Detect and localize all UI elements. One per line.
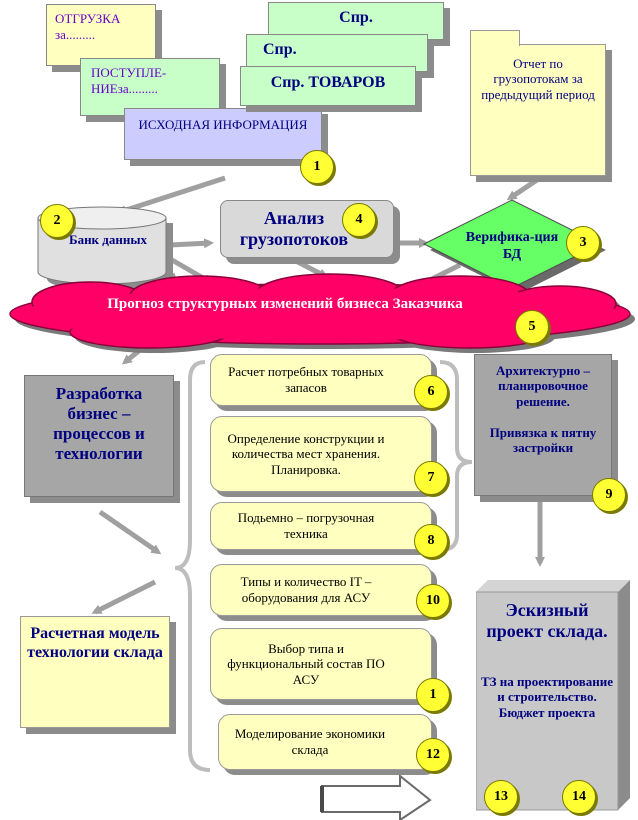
forecast-label: Прогноз структурных изменений бизнеса За… (107, 296, 463, 312)
doc-initial-info-label: ИСХОДНАЯ ИНФОРМАЦИЯ (138, 117, 308, 132)
step-economics: Моделирование экономики склада (218, 714, 432, 770)
block-arrow-bottom (321, 773, 432, 820)
badge-14: 14 (562, 780, 596, 814)
sketch-title: Эскизный проект склада. (486, 600, 608, 642)
step-stock-calc-label: Расчет потребных товарных запасов (228, 364, 384, 395)
doc-shipment: ОТГРУЗКА за......... (46, 4, 156, 66)
step-handling: Подьемно – погрузочная техника (210, 502, 432, 550)
step-it-equipment-label: Типы и количество IT – оборудования для … (240, 574, 372, 605)
doc-receipt-label: ПОСТУПЛЕ-НИЕза......... (91, 65, 167, 96)
arrow-db-to-analysis (169, 238, 214, 249)
report-folder: Отчет по грузопотокам за предыдущий пери… (470, 30, 606, 176)
badge-2: 2 (40, 204, 74, 238)
arrow-brace-to-model (91, 579, 157, 615)
step-storage: Определение конструкции и количества мес… (210, 416, 432, 492)
sketch-project-box: Эскизный проект склада. ТЗ на проектиров… (476, 580, 630, 811)
doc-receipt: ПОСТУПЛЕ-НИЕза......... (80, 58, 220, 116)
architecture-box: Архитектурно – планировочное решение. Пр… (474, 354, 612, 496)
business-process-box: Разработка бизнес – процессов и технолог… (24, 375, 174, 497)
verification-diamond (422, 199, 602, 289)
doc-initial-info: ИСХОДНАЯ ИНФОРМАЦИЯ (124, 108, 322, 160)
steps-brace-right (439, 360, 473, 552)
badge-12: 12 (416, 738, 450, 772)
steps-brace-left (174, 360, 211, 772)
step-software: Выбор типа и функциональный состав ПО АС… (210, 628, 432, 700)
badge-13: 13 (484, 780, 518, 814)
step-storage-label: Определение конструкции и количества мес… (227, 430, 385, 477)
report-label: Отчет по грузопотокам за предыдущий пери… (481, 56, 595, 102)
badge-3: 3 (566, 226, 600, 260)
architecture-line2: Привязка к пятну застройки (489, 424, 597, 456)
badge-5: 5 (515, 310, 549, 344)
arrow-analysis-to-forecast (288, 255, 329, 279)
architecture-line1: Архитектурно – планировочное решение. (496, 363, 590, 409)
step-software-label: Выбор типа и функциональный состав ПО АС… (227, 640, 385, 687)
badge-6: 6 (414, 375, 448, 409)
ref-book-goods: Спр. ТОВАРОВ (240, 66, 416, 106)
badge-1: 1 (300, 150, 334, 184)
badge-4: 4 (342, 203, 376, 237)
step-stock-calc: Расчет потребных товарных запасов (210, 354, 432, 406)
calc-model-box: Расчетная модель технологии склада (20, 616, 170, 728)
arrow-report-to-verify (506, 175, 542, 201)
business-process-label: Разработка бизнес – процессов и технолог… (53, 384, 145, 464)
arrow-initial-to-db (116, 175, 226, 215)
badge-8: 8 (414, 524, 448, 558)
ref-book-goods-label: Спр. ТОВАРОВ (270, 74, 386, 91)
database-label: Банк данных (68, 232, 148, 247)
doc-shipment-label: ОТГРУЗКА за......... (55, 11, 121, 42)
sketch-body: ТЗ на проектирование и строительство. Бю… (480, 674, 614, 720)
analysis-label: Анализ грузопотоков (239, 208, 349, 250)
badge-7: 7 (414, 461, 448, 495)
badge-10: 10 (416, 584, 450, 618)
step-it-equipment: Типы и количество IT – оборудования для … (210, 564, 432, 616)
arrow-business-to-brace (98, 509, 162, 555)
step-handling-label: Подьемно – погрузочная техника (237, 510, 375, 541)
badge-11: 1 (416, 678, 450, 712)
calc-model-label: Расчетная модель технологии склада (27, 625, 163, 661)
step-economics-label: Моделирование экономики склада (234, 726, 386, 757)
ref-book-1-label: Спр. (339, 9, 373, 26)
ref-book-2-label: Спр. (263, 41, 297, 58)
badge-9: 9 (592, 478, 626, 512)
verification-label: Верифика-ция БД (465, 230, 559, 262)
